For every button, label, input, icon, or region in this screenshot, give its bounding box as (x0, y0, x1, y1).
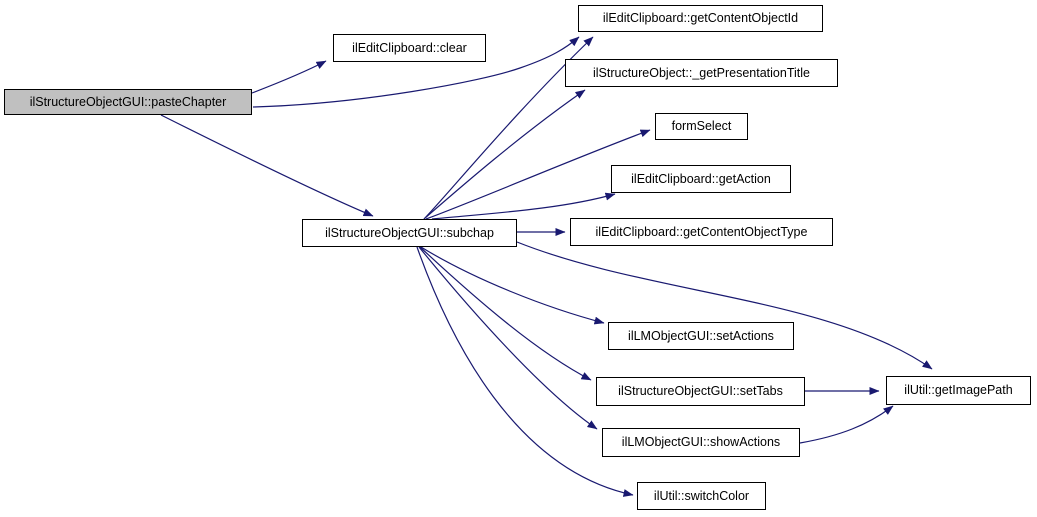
edge-subchap-get-content-object-id (423, 36, 594, 220)
node-get-action[interactable]: ilEditClipboard::getAction (611, 165, 791, 193)
node-label: ilEditClipboard::getContentObjectId (602, 11, 799, 26)
node-get-presentation-title[interactable]: ilStructureObject::_getPresentationTitle (565, 59, 838, 87)
node-label: ilStructureObjectGUI::pasteChapter (29, 94, 227, 109)
node-get-image-path[interactable]: ilUtil::getImagePath (886, 376, 1031, 405)
node-label: ilUtil::switchColor (653, 488, 750, 503)
edge-subchap-switch-color (416, 246, 634, 497)
edge-subchap-get-presentation-title (423, 89, 586, 220)
node-show-actions[interactable]: ilLMObjectGUI::showActions (602, 428, 800, 457)
node-label: ilEditClipboard::getAction (631, 171, 771, 186)
edge-subchap-show-actions (418, 246, 598, 430)
edge-subchap-form-select (425, 129, 651, 220)
edge-subchap-get-image-path (516, 241, 933, 370)
edge-show-actions-get-image-path (799, 405, 894, 444)
node-set-tabs[interactable]: ilStructureObjectGUI::setTabs (596, 377, 805, 406)
node-clear[interactable]: ilEditClipboard::clear (333, 34, 486, 62)
edge-subchap-get-action (431, 192, 616, 220)
edge-paste-chapter-get-content-object-id (252, 36, 580, 108)
node-form-select[interactable]: formSelect (655, 113, 748, 140)
node-set-actions[interactable]: ilLMObjectGUI::setActions (608, 322, 794, 350)
node-paste-chapter[interactable]: ilStructureObjectGUI::pasteChapter (4, 89, 252, 115)
edge-subchap-set-tabs (419, 246, 592, 381)
node-label: ilLMObjectGUI::showActions (621, 435, 781, 450)
edge-paste-chapter-clear (251, 60, 327, 94)
node-get-content-object-type[interactable]: ilEditClipboard::getContentObjectType (570, 218, 833, 246)
node-label: ilLMObjectGUI::setActions (628, 328, 774, 343)
node-label: ilStructureObject::_getPresentationTitle (592, 65, 810, 80)
node-label: ilEditClipboard::clear (352, 40, 467, 55)
node-label: ilStructureObjectGUI::setTabs (618, 384, 783, 399)
node-label: ilStructureObjectGUI::subchap (325, 225, 494, 240)
node-label: ilEditClipboard::getContentObjectType (595, 224, 808, 239)
node-subchap[interactable]: ilStructureObjectGUI::subchap (302, 219, 517, 247)
node-get-content-object-id[interactable]: ilEditClipboard::getContentObjectId (578, 5, 823, 32)
edge-paste-chapter-subchap (160, 114, 374, 217)
node-label: formSelect (671, 119, 732, 134)
node-label: ilUtil::getImagePath (904, 383, 1013, 398)
edge-subchap-set-actions (420, 246, 605, 325)
node-switch-color[interactable]: ilUtil::switchColor (637, 482, 766, 510)
